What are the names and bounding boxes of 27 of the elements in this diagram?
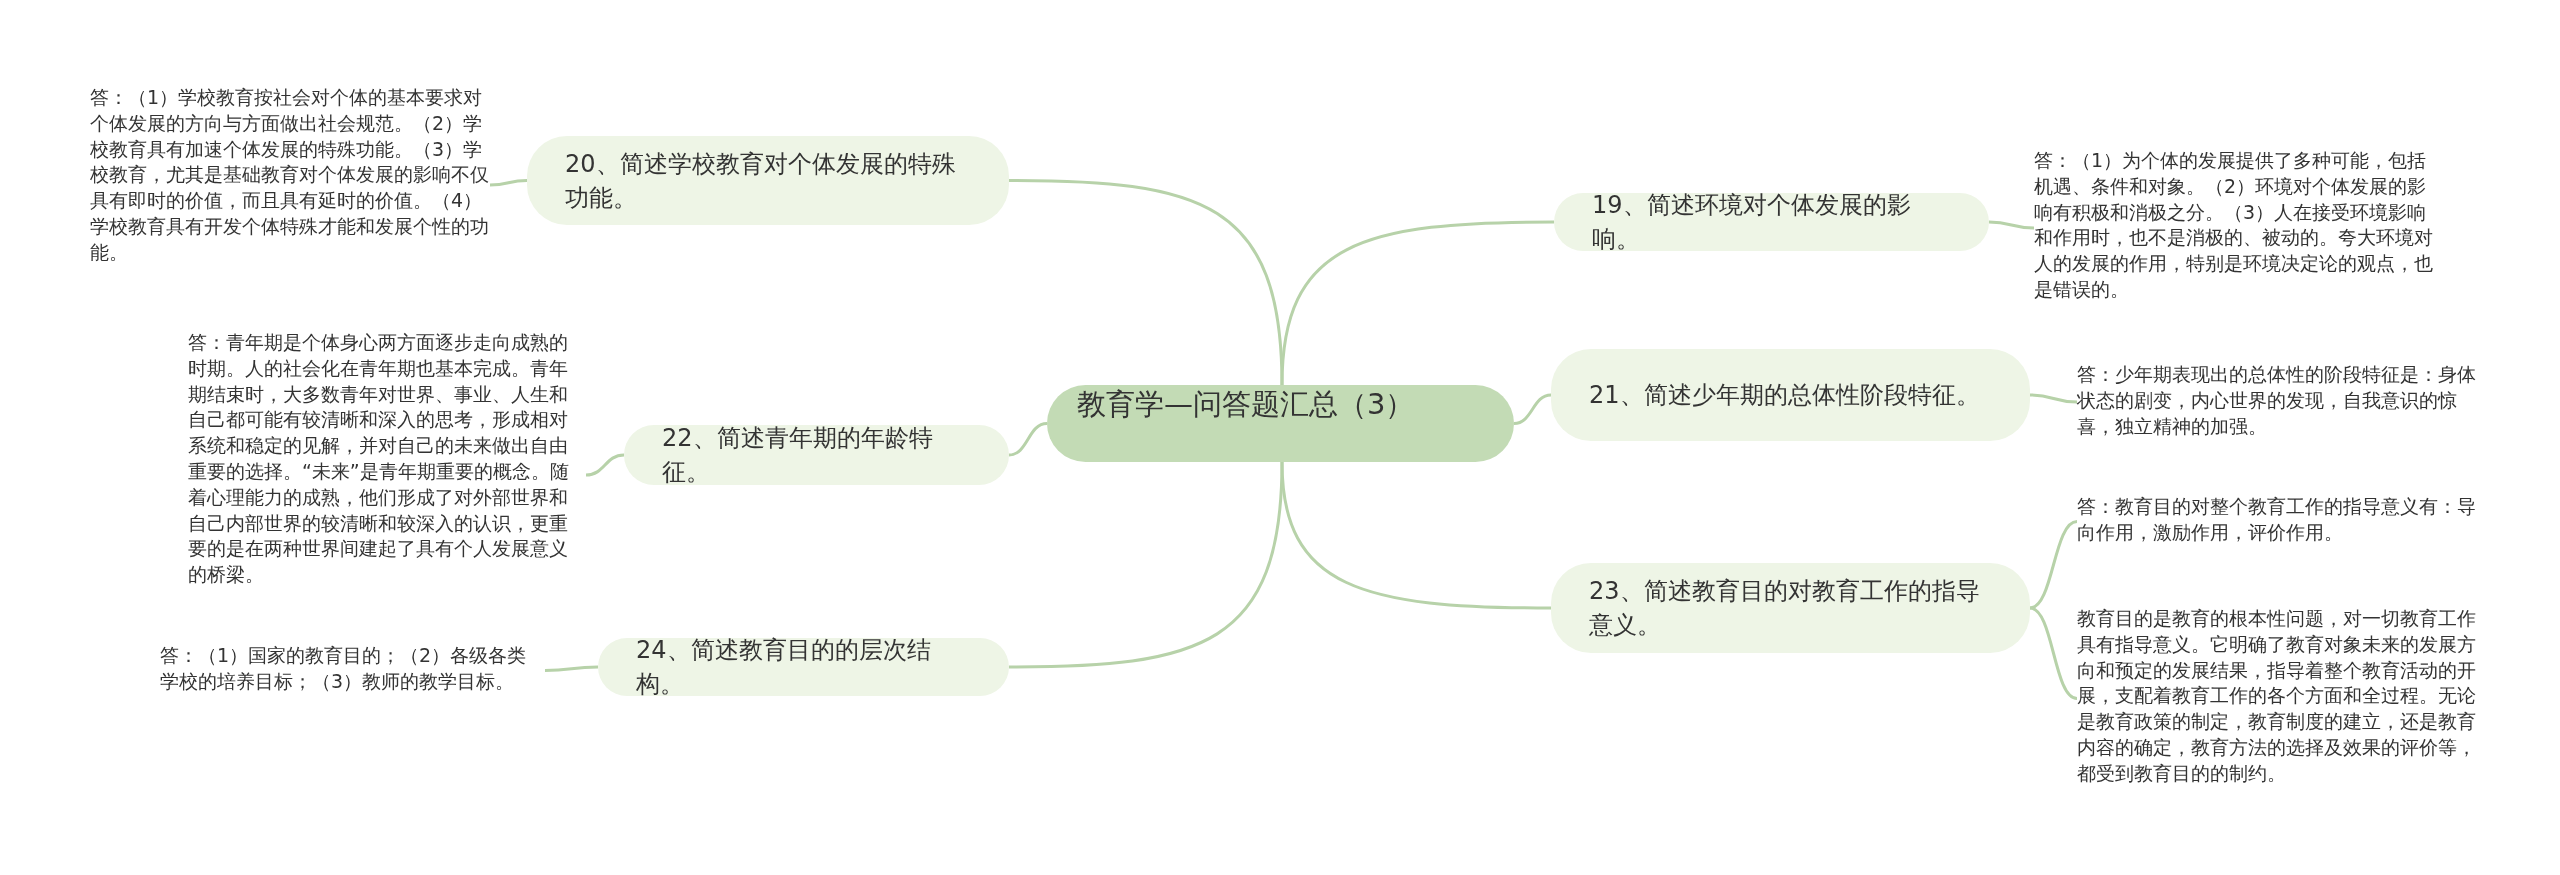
answer-text: 答：青年期是个体身心两方面逐步走向成熟的时期。人的社会化在青年期也基本完成。青年期结束时，大多数青年对世界、事业、人生和自己都可能有较清晰和深入的思考，形成相对系统和稳定的见解，并对自己的未来做出自由重要的选择。“未来”是青年期重要的概念。随着心理能力的成熟，他们形成了对外部世界和自己内部世界的较清晰和较深入的认识，更重要的是在两种世界间建起了具有个人发展意义的桥梁。 (188, 330, 586, 588)
question-box: 24、简述教育目的的层次结构。 (598, 638, 1009, 696)
question-box: 21、简述少年期的总体性阶段特征。 (1551, 349, 2030, 441)
answer-text: 答：少年期表现出的总体性的阶段特征是：身体状态的剧变，内心世界的发现，自我意识的惊喜，独立精神的加强。 (2077, 362, 2477, 440)
connector-line (489, 179, 528, 187)
connector-line (2029, 393, 2078, 404)
connector-line (1280, 220, 1554, 386)
answer-text: 答：教育目的对整个教育工作的指导意义有：导向作用，激励作用，评价作用。 (2077, 494, 2477, 546)
answer-text: 答：（1）为个体的发展提供了多种可能，包括机遇、条件和对象。（2）环境对个体发展的影响有积极和消极之分。（3）人在接受环境影响和作用时，也不是消极的、被动的。夸大环境对人的发展的作用，特别是环境决定论的观点，也是错误的。 (2034, 148, 2434, 303)
question-box: 22、简述青年期的年龄特征。 (624, 425, 1009, 485)
central-topic-box: 教育学—问答题汇总（3） (1047, 385, 1514, 462)
connector-line (1008, 422, 1048, 457)
connector-line (2029, 520, 2078, 610)
answer-text: 答：（1）国家的教育目的；（2）各级各类学校的培养目标；（3）教师的教学目标。 (160, 643, 545, 695)
connector-line (1988, 220, 2035, 230)
connector-line (585, 453, 625, 477)
question-box: 23、简述教育目的对教育工作的指导意义。 (1551, 563, 2030, 653)
question-box: 20、简述学校教育对个体发展的特殊功能。 (527, 136, 1009, 225)
connector-line (1009, 461, 1284, 669)
question-box: 19、简述环境对个体发展的影响。 (1554, 193, 1989, 251)
connector-line (1009, 179, 1284, 386)
answer-text: 答：（1）学校教育按社会对个体的基本要求对个体发展的方向与方面做出社会规范。（2）学校教育具有加速个体发展的特殊功能。（3）学校教育，尤其是基础教育对个体发展的影响不仅具有即时的价值，而且具有延时的价值。（4）学校教育具有开发个体特殊才能和发展个性的功能。 (90, 85, 490, 266)
answer-text: 教育目的是教育的根本性问题，对一切教育工作具有指导意义。它明确了教育对象未来的发展方向和预定的发展结果，指导着整个教育活动的开展，支配着教育工作的各个方面和全过程。无论是教育政策的制定，教育制度的建立，还是教育内容的确定，教育方法的选择及效果的评价等，都受到教育目的的制约。 (2077, 606, 2477, 787)
connector-line (545, 665, 598, 672)
connector-line (1280, 461, 1551, 610)
connector-line (1513, 393, 1552, 425)
connector-line (2029, 606, 2078, 700)
